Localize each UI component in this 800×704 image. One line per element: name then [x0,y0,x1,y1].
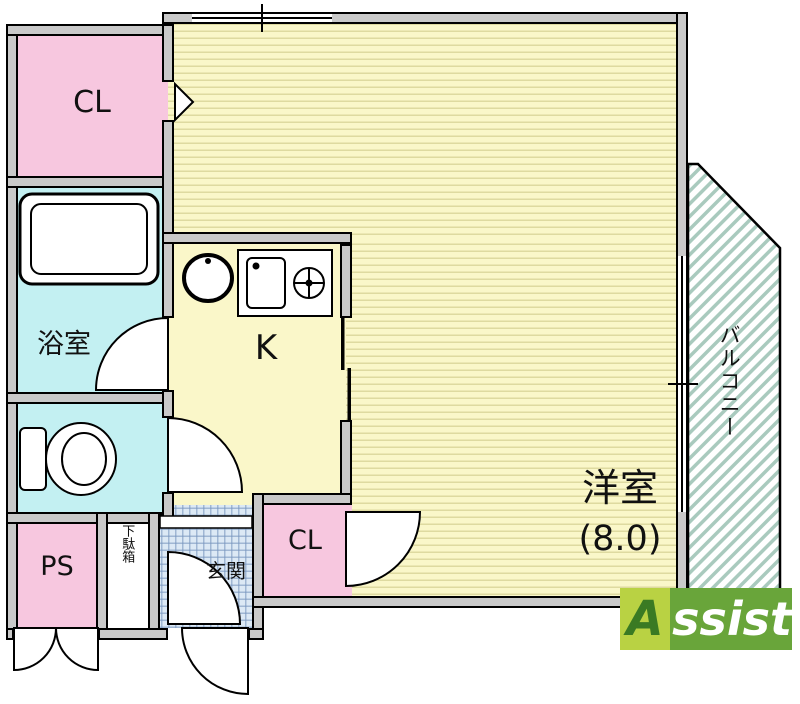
western-room-size-label: (8.0) [578,519,662,559]
bathroom-area [10,182,168,398]
western-room-label: 洋室 [581,466,658,510]
window-top [192,12,332,24]
wall-left-column-2 [162,120,174,318]
closet-top-area [10,28,168,184]
toilet-area [10,398,168,518]
closet-top-label: CL [73,85,111,120]
assist-logo-first-letter: A [626,591,664,647]
balcony-label: バルコニー [717,324,742,439]
wall-ps-right [96,512,108,640]
wall-left-outer [6,24,18,640]
hall-closet-area [258,499,352,599]
hall-closet-label: CL [288,525,322,556]
kitchen-label: K [254,328,278,368]
assist-logo-a-box: A [620,588,671,650]
wall-kitchen-top [162,232,352,244]
wall-left-column-1 [162,24,174,82]
entrance-outer-door-arc [180,627,249,696]
assist-logo: A ssist [620,588,792,650]
wall-left-column-3 [162,390,174,418]
wall-kitchen-right-upper [340,244,352,318]
western-room-upper-area [168,18,682,238]
shoe-cabinet-label: 下駄箱 [119,524,135,563]
entrance-label: 玄関 [206,559,246,583]
wall-shoe-cabinet-right [148,512,160,640]
ps-door-right-arc [54,627,99,672]
wall-top-closet [6,24,174,36]
pipe-space-label: PS [40,551,74,582]
wall-hall-closet-top [252,493,352,505]
kitchen-area [168,238,346,528]
shoe-cabinet-area [102,518,154,630]
wall-bottom-1 [6,628,14,640]
ps-door-left-arc [13,627,58,672]
assist-logo-text: ssist [672,592,792,646]
bathroom-label: 浴室 [37,329,91,360]
wall-bottom-2 [98,628,168,640]
wall-bottom-3 [248,628,264,640]
pipe-space-area [10,518,102,630]
wall-closet-bath-divider [6,176,174,188]
wall-toilet-ps-divider [6,512,162,524]
wall-left-column-4 [162,492,174,524]
wall-bath-toilet-divider [6,392,174,404]
